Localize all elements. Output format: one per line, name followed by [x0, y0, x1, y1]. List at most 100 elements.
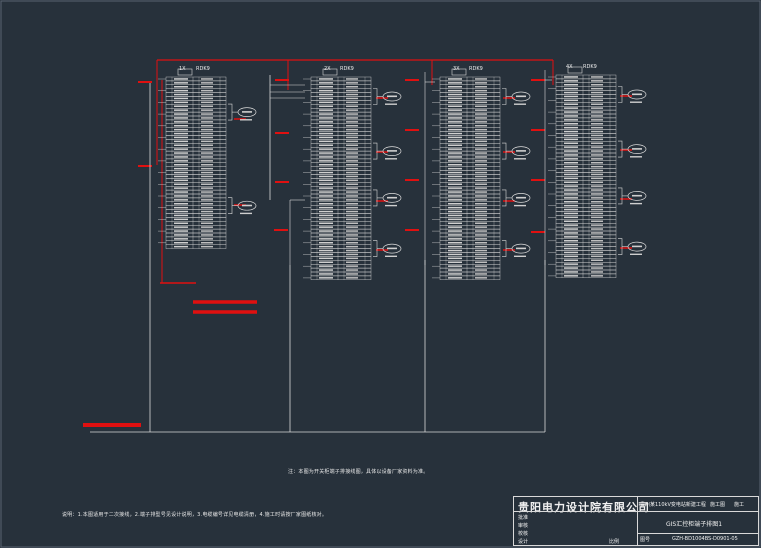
terminal-text-mark: [564, 243, 578, 246]
terminal-text-mark: [346, 89, 358, 92]
terminal-text-mark: [346, 191, 358, 193]
terminal-text-mark: [201, 93, 213, 96]
terminal-text-mark: [564, 99, 578, 102]
terminal-text-mark: [475, 257, 487, 260]
terminal-text-mark: [201, 245, 213, 248]
title-block-divider-v: [637, 497, 638, 545]
terminal-text-mark: [564, 247, 578, 250]
terminal-text-mark: [564, 119, 578, 121]
terminal-text-mark: [201, 136, 213, 139]
cable-note-mark: [514, 255, 526, 257]
terminal-text-mark: [475, 160, 487, 162]
terminal-text-mark: [346, 187, 358, 189]
terminal-block-2: [303, 68, 402, 280]
terminal-text-mark: [475, 191, 487, 193]
terminal-text-mark: [475, 253, 487, 256]
terminal-text-mark: [591, 228, 603, 230]
terminal-text-mark: [174, 226, 188, 228]
terminal-text-mark: [174, 218, 188, 221]
terminal-text-mark: [319, 144, 333, 146]
terminal-text-mark: [564, 204, 578, 207]
terminal-text-mark: [448, 117, 462, 119]
cable-symbol: [511, 243, 531, 254]
title-block-scale-label: 比例: [609, 539, 620, 545]
terminal-text-mark: [564, 123, 578, 125]
cable-label-mark: [632, 93, 642, 96]
terminal-text-mark: [564, 232, 578, 234]
terminal-text-mark: [201, 128, 213, 131]
terminal-text-mark: [319, 86, 333, 88]
terminal-text-mark: [346, 218, 358, 221]
terminal-text-mark: [564, 126, 578, 129]
terminal-text-mark: [475, 152, 487, 154]
terminal-block-4: [548, 66, 647, 278]
terminal-text-mark: [174, 78, 188, 80]
terminal-text-mark: [319, 277, 333, 279]
terminal-text-mark: [448, 164, 462, 166]
terminal-text-mark: [475, 175, 487, 178]
terminal-text-mark: [346, 203, 358, 205]
terminal-text-mark: [448, 144, 462, 146]
cable-symbol: [627, 241, 647, 252]
terminal-text-mark: [174, 183, 188, 185]
terminal-text-mark: [448, 269, 462, 271]
terminal-text-mark: [201, 82, 213, 84]
terminal-text-mark: [591, 236, 603, 238]
terminal-text-mark: [346, 101, 358, 104]
terminal-text-mark: [201, 191, 213, 193]
terminal-text-mark: [448, 125, 462, 127]
terminal-text-mark: [201, 167, 213, 170]
terminal-text-mark: [564, 84, 578, 86]
terminal-text-mark: [448, 78, 462, 80]
terminal-text-mark: [475, 183, 487, 185]
terminal-text-mark: [346, 144, 358, 146]
terminal-text-mark: [346, 234, 358, 236]
terminal-text-mark: [346, 93, 358, 96]
cable-label-mark: [632, 148, 642, 150]
terminal-text-mark: [564, 240, 578, 242]
terminal-text-mark: [201, 121, 213, 123]
terminal-text-mark: [346, 121, 358, 123]
terminal-text-mark: [174, 206, 188, 209]
title-block-divider-h2: [637, 533, 758, 534]
title-block-drawing-no: GZH-BD1004BS-D0901-05: [672, 536, 738, 542]
terminal-text-mark: [201, 242, 213, 244]
terminal-text-mark: [346, 195, 358, 197]
terminal-text-mark: [564, 150, 578, 152]
terminal-text-mark: [475, 89, 487, 92]
terminal-text-mark: [319, 160, 333, 162]
terminal-text-mark: [319, 269, 333, 271]
terminal-text-mark: [475, 230, 487, 232]
title-block-divider-h1: [514, 511, 758, 512]
title-block-project: 贵州某110kV变电站新建工程: [640, 502, 706, 508]
block-header-box: [567, 66, 583, 74]
terminal-text-mark: [319, 97, 333, 100]
title-block-row-2: 审核: [518, 523, 529, 529]
cable-symbol: [237, 200, 257, 211]
terminal-text-mark: [346, 183, 358, 185]
terminal-text-mark: [201, 117, 213, 119]
terminal-text-mark: [319, 148, 333, 150]
terminal-text-mark: [591, 224, 603, 226]
terminal-text-mark: [475, 132, 487, 135]
terminal-text-mark: [448, 105, 462, 107]
terminal-text-mark: [319, 171, 333, 174]
terminal-text-mark: [475, 226, 487, 228]
terminal-text-mark: [174, 242, 188, 244]
terminal-text-mark: [448, 199, 462, 201]
terminal-text-mark: [564, 197, 578, 199]
terminal-text-mark: [346, 117, 358, 119]
cable-symbol: [511, 193, 531, 203]
terminal-text-mark: [591, 275, 603, 277]
terminal-text-mark: [319, 128, 333, 131]
title-block: 贵阳电力设计院有限公司 贵州某110kV变电站新建工程 施工图 施工 GIS汇控…: [513, 496, 759, 546]
cable-label-mark: [387, 150, 397, 152]
terminal-text-mark: [174, 167, 188, 170]
terminal-text-mark: [346, 105, 358, 107]
terminal-text-mark: [564, 138, 578, 141]
terminal-text-mark: [201, 187, 213, 189]
terminal-text-mark: [591, 103, 603, 105]
terminal-text-mark: [319, 206, 333, 209]
terminal-text-mark: [319, 218, 333, 221]
terminal-text-mark: [201, 226, 213, 228]
